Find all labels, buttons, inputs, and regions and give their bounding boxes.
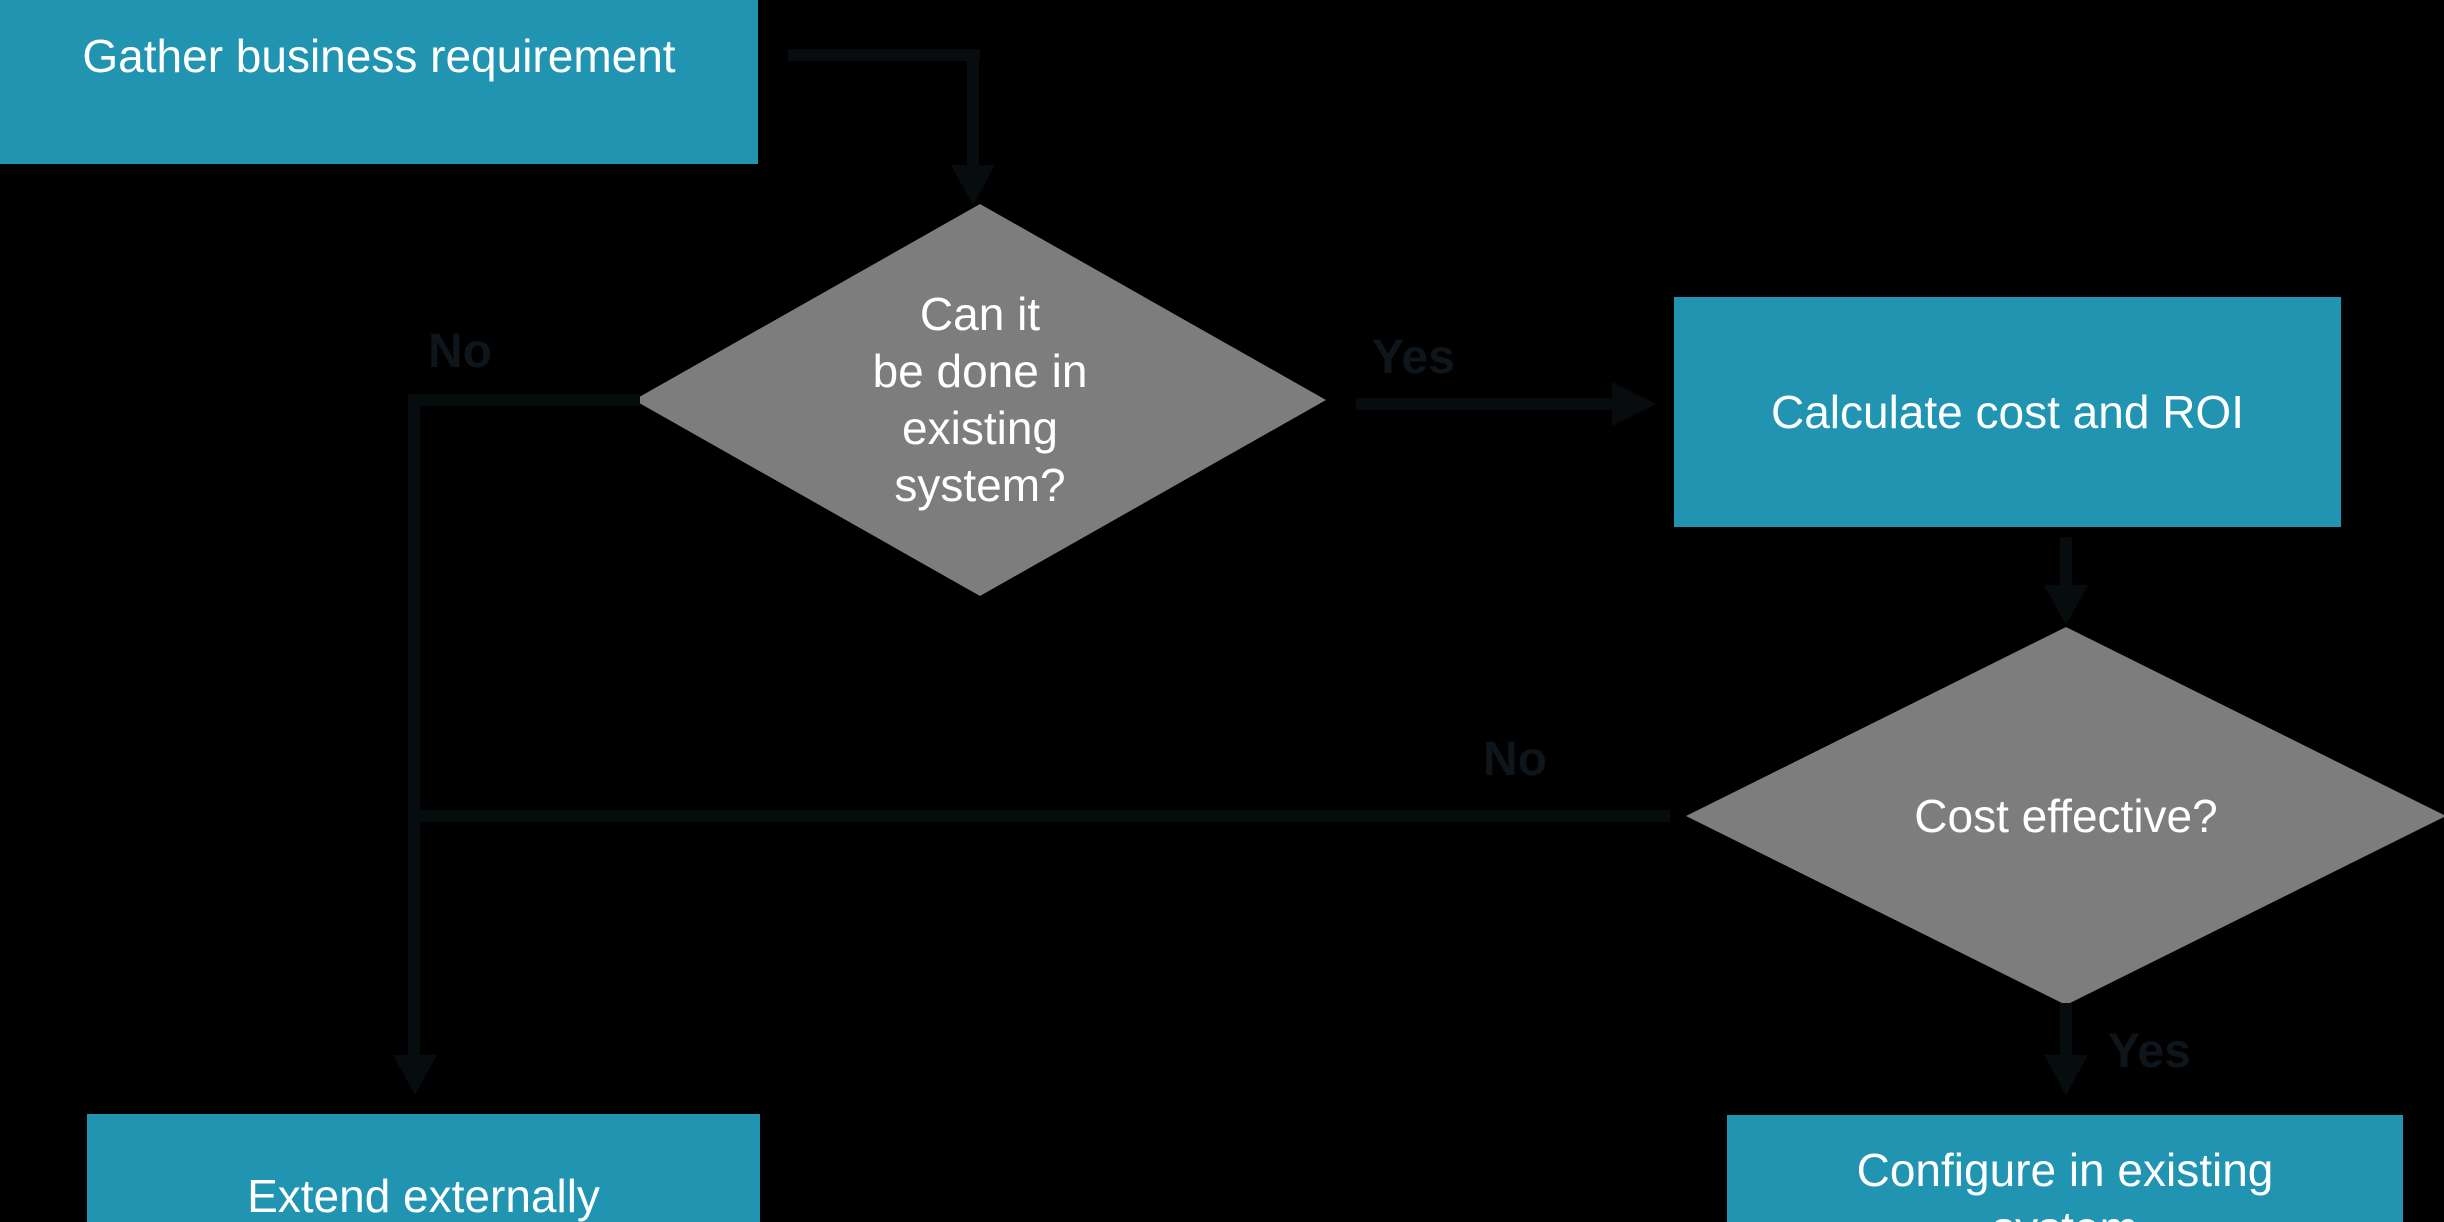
edge-label-no-existing: No — [428, 325, 492, 378]
edge-label-yes-existing: Yes — [1372, 331, 1455, 384]
connector-yes-to-calculate — [1356, 398, 1616, 410]
process-configure-in-existing-system: Configure in existing system — [1727, 1115, 2403, 1222]
arrowhead-into-configure — [2044, 1055, 2088, 1095]
connector-no-vertical — [408, 394, 420, 1060]
arrowhead-into-extend — [393, 1055, 437, 1095]
arrowhead-into-decision-existing — [951, 165, 995, 205]
arrowhead-into-calculate — [1612, 382, 1656, 426]
arrowhead-into-decision-cost — [2044, 585, 2088, 625]
connector-yes-to-configure — [2060, 1003, 2072, 1059]
process-calculate-cost-and-roi: Calculate cost and ROI — [1674, 297, 2341, 527]
connector-no-existing-horizontal — [408, 394, 640, 406]
process-gather-business-requirement: Gather business requirement — [0, 0, 758, 164]
node-label-configure: Configure in existing system — [1856, 1144, 2274, 1222]
connector-gather-horizontal — [788, 49, 980, 61]
decision-cost-effective: Cost effective? — [1686, 627, 2444, 1005]
connector-no-cost-horizontal — [408, 810, 1670, 822]
node-label-gather: Gather business requirement — [82, 30, 676, 82]
node-label-decision-cost: Cost effective? — [1914, 789, 2218, 842]
decision-can-it-be-done-in-existing-system: Can it be done in existing system? — [634, 204, 1326, 596]
node-label-extend: Extend externally — [247, 1170, 600, 1222]
process-extend-externally: Extend externally — [87, 1114, 760, 1222]
node-label-calculate: Calculate cost and ROI — [1770, 385, 2244, 438]
node-label-decision-existing: Can it be done in existing system? — [872, 288, 1088, 511]
edge-label-no-cost: No — [1483, 733, 1547, 786]
connector-gather-vertical — [967, 49, 979, 169]
edge-label-yes-cost: Yes — [2108, 1025, 2191, 1078]
